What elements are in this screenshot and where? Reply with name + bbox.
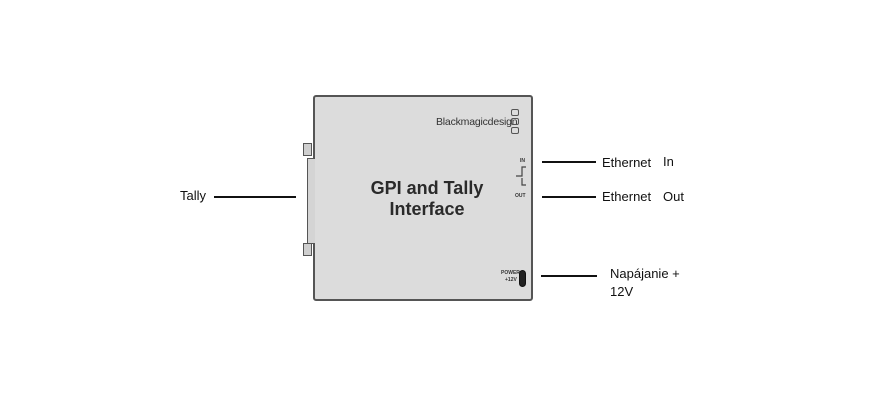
tally-leader-line: [214, 196, 296, 198]
ethernet-out-label-a: Ethernet: [602, 189, 652, 204]
ethernet-in-label-a: Ethernet: [602, 155, 652, 170]
power-port: [519, 270, 526, 287]
port-out-label: OUT: [515, 193, 526, 199]
port-in-label: IN: [520, 158, 525, 164]
device-title: GPI and Tally Interface: [370, 178, 484, 219]
ethernet-out-label-b: Out: [663, 189, 684, 204]
power-label-b: 12V: [610, 284, 634, 299]
power-port-label-line1: POWER: [501, 270, 520, 276]
power-leader-line: [541, 275, 597, 277]
connector-screw-bottom: [303, 243, 312, 256]
tally-connector: [307, 158, 315, 244]
brand-name: Blackmagicdesign: [436, 116, 518, 128]
connector-screw-top: [303, 143, 312, 156]
ethernet-in-label-b: In: [663, 154, 674, 169]
gpi-tally-interface-box: [313, 95, 533, 301]
power-label-a: Napájanie +: [610, 266, 680, 281]
ethernet-ports-icon: [516, 166, 526, 186]
ethernet-out-leader-line: [542, 196, 596, 198]
ethernet-in-leader-line: [542, 161, 596, 163]
tally-label: Tally: [180, 188, 207, 203]
brand-logo-icon: [511, 109, 519, 134]
power-port-label-line2: +12V: [505, 277, 517, 283]
